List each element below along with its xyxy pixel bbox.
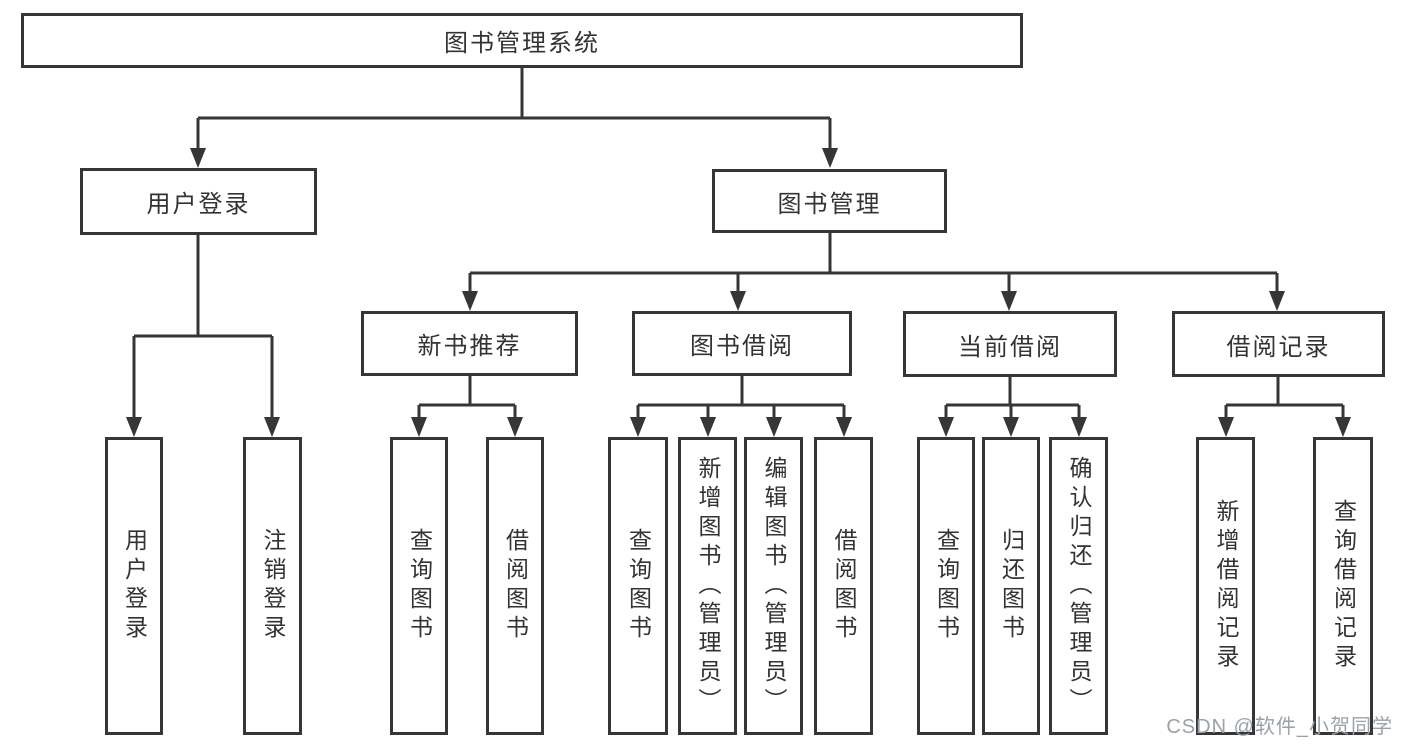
node-book-borrowing-label: 图书借阅 <box>690 333 794 360</box>
arrow-down-icon <box>1003 417 1019 437</box>
leaf-return-book: 归还图书 <box>982 437 1040 735</box>
node-root-label: 图书管理系统 <box>444 30 600 57</box>
leaf-add-borrow-record-label: 新增借阅记录 <box>1213 499 1239 673</box>
leaf-query-book-recommend: 查询图书 <box>390 437 448 735</box>
arrow-down-icon <box>766 417 782 437</box>
arrow-down-icon <box>126 417 142 437</box>
leaf-confirm-return-admin: 确认归还（管理员） <box>1049 437 1108 735</box>
arrow-down-icon <box>1001 291 1017 311</box>
leaf-query-book-borrowing: 查询图书 <box>608 437 668 735</box>
leaf-query-book-borrowing-label: 查询图书 <box>625 528 652 644</box>
arrow-down-icon <box>411 417 427 437</box>
node-new-book-recommend: 新书推荐 <box>361 311 578 376</box>
arrow-down-icon <box>938 417 954 437</box>
leaf-edit-book-admin: 编辑图书（管理员） <box>744 437 803 735</box>
arrow-down-icon <box>630 417 646 437</box>
leaf-logout-label: 注销登录 <box>260 528 286 644</box>
node-borrowing-records-label: 借阅记录 <box>1226 333 1331 361</box>
leaf-return-book-label: 归还图书 <box>998 528 1025 644</box>
leaf-borrow-book-recommend-label: 借阅图书 <box>502 528 529 644</box>
node-user-login-label: 用户登录 <box>146 191 251 218</box>
node-current-borrowing: 当前借阅 <box>903 311 1117 377</box>
arrow-down-icon <box>836 417 852 437</box>
node-root-library-system: 图书管理系统 <box>21 13 1023 68</box>
node-borrowing-records: 借阅记录 <box>1172 311 1385 377</box>
node-book-management: 图书管理 <box>712 169 947 233</box>
arrowheads <box>126 148 1351 437</box>
leaf-query-borrow-record-label: 查询借阅记录 <box>1330 499 1357 673</box>
arrow-down-icon <box>1071 417 1087 437</box>
node-current-borrowing-label: 当前借阅 <box>958 333 1062 361</box>
leaf-query-book-current-label: 查询图书 <box>933 528 960 644</box>
arrow-down-icon <box>462 291 478 311</box>
arrow-down-icon <box>700 417 716 437</box>
node-user-login: 用户登录 <box>80 168 317 235</box>
arrow-down-icon <box>190 148 206 168</box>
node-book-management-label: 图书管理 <box>777 190 882 218</box>
leaf-user-login: 用户登录 <box>105 437 163 735</box>
arrow-down-icon <box>507 417 523 437</box>
arrow-down-icon <box>264 417 280 437</box>
node-new-book-recommend-label: 新书推荐 <box>417 333 522 360</box>
leaf-logout: 注销登录 <box>243 437 302 735</box>
leaf-query-book-current: 查询图书 <box>917 437 975 735</box>
leaf-borrow-book-label: 借阅图书 <box>831 528 857 644</box>
leaf-confirm-return-admin-label: 确认归还（管理员） <box>1066 455 1092 717</box>
arrow-down-icon <box>1218 417 1234 437</box>
leaf-add-borrow-record: 新增借阅记录 <box>1196 437 1255 735</box>
leaf-edit-book-admin-label: 编辑图书（管理员） <box>761 455 787 717</box>
arrow-down-icon <box>730 291 746 311</box>
leaf-add-book-admin: 新增图书（管理员） <box>678 437 737 735</box>
node-book-borrowing: 图书借阅 <box>632 311 852 376</box>
leaf-user-login-label: 用户登录 <box>121 528 148 644</box>
leaf-query-book-recommend-label: 查询图书 <box>406 528 433 644</box>
leaf-borrow-book: 借阅图书 <box>814 437 873 735</box>
arrow-down-icon <box>822 148 838 168</box>
leaf-borrow-book-recommend: 借阅图书 <box>486 437 544 735</box>
connector-path <box>132 68 1345 433</box>
leaf-query-borrow-record: 查询借阅记录 <box>1313 437 1373 735</box>
arrow-down-icon <box>1269 291 1285 311</box>
arrow-down-icon <box>1335 417 1351 437</box>
leaf-add-book-admin-label: 新增图书（管理员） <box>695 455 721 717</box>
csdn-watermark: CSDN @软件_小贺同学 <box>1166 716 1393 738</box>
